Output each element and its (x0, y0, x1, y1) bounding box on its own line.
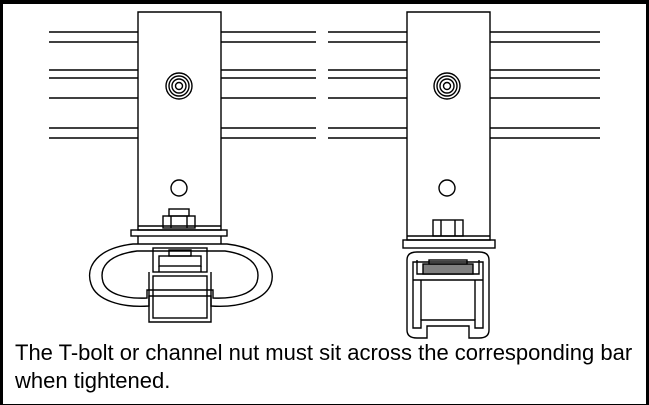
instruction-caption: The T-bolt or channel nut must sit acros… (15, 340, 633, 393)
left-bracket-plate (137, 11, 222, 231)
aero-bar-profile (89, 243, 273, 323)
installation-diagram (49, 11, 600, 339)
left-crossbar-lines (49, 31, 316, 139)
right-threaded-insert-icon (433, 72, 461, 100)
right-nut-icon (432, 219, 464, 237)
left-nut-icon (162, 208, 196, 229)
right-bracket-plate (406, 11, 491, 241)
t-bolt-assembly-icon (49, 11, 316, 323)
channel-nut-fill (422, 263, 474, 275)
left-threaded-insert-icon (165, 72, 193, 100)
left-bracket-hole (170, 179, 188, 197)
right-crossbar-lines (328, 31, 600, 139)
channel-nut-assembly-icon (328, 11, 600, 339)
right-bracket-hole (438, 179, 456, 197)
channel-bar-profile (406, 251, 490, 339)
